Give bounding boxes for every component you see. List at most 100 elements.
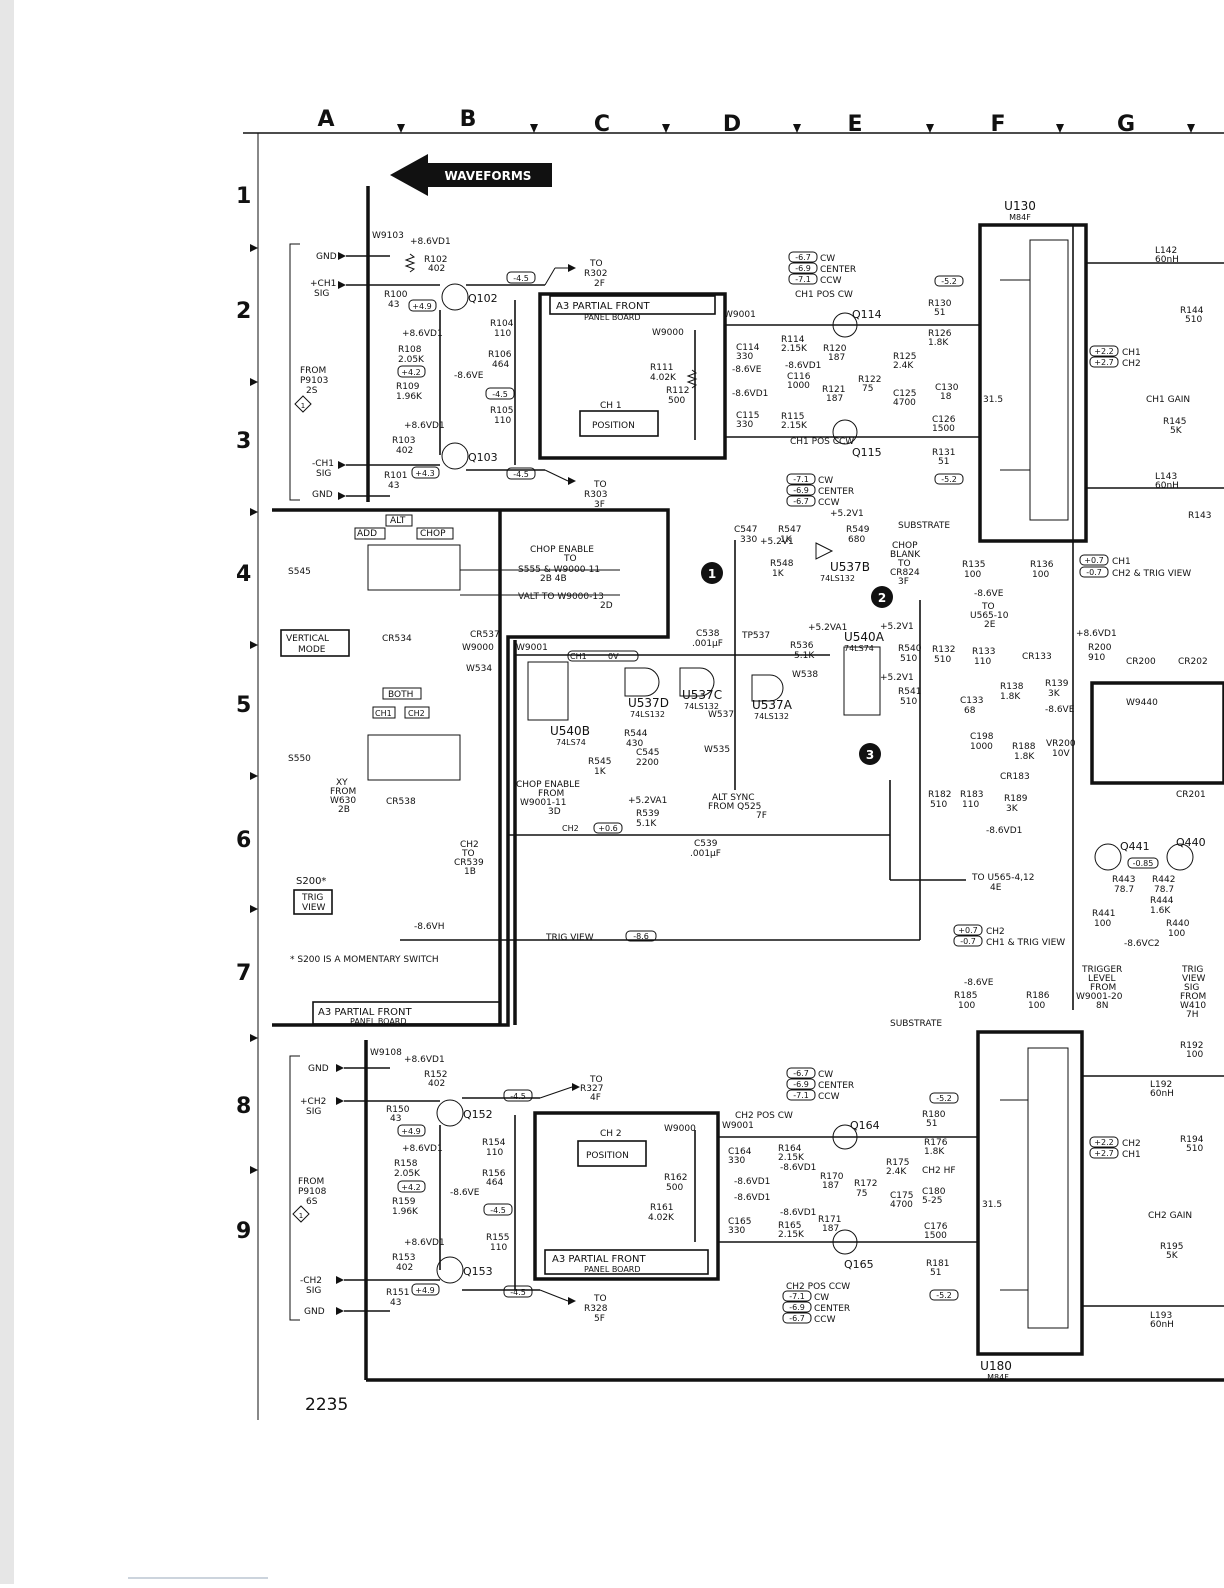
svg-text:+8.6VD1: +8.6VD1 — [404, 1055, 445, 1065]
svg-text:51: 51 — [938, 457, 949, 467]
svg-text:1.8K: 1.8K — [1000, 692, 1021, 702]
svg-text:CHOP: CHOP — [420, 529, 446, 539]
waveforms-arrow[interactable]: WAVEFORMS — [390, 154, 552, 196]
svg-text:SUBSTRATE: SUBSTRATE — [890, 1019, 942, 1029]
svg-text:1.6K: 1.6K — [1150, 906, 1171, 916]
svg-text:43: 43 — [390, 1114, 401, 1124]
s200-switch[interactable] — [293, 889, 333, 915]
svg-text:CENTER: CENTER — [820, 265, 856, 275]
svg-text:.001µF: .001µF — [692, 639, 723, 649]
svg-text:W9001-20: W9001-20 — [1076, 992, 1123, 1002]
ch1-position-control[interactable] — [579, 410, 659, 437]
svg-text:+5.2VA1: +5.2VA1 — [628, 796, 667, 806]
svg-text:CH2 POS CW: CH2 POS CW — [735, 1111, 793, 1121]
svg-text:CH1 & TRIG VIEW: CH1 & TRIG VIEW — [986, 938, 1065, 948]
momentary-note: * S200 IS A MOMENTARY SWITCH — [290, 955, 439, 965]
row-label-9: 9 — [236, 1219, 251, 1244]
front-panel-label-lower: A3 PARTIAL FRONT PANEL BOARD — [312, 1001, 501, 1026]
s545-switch[interactable] — [367, 544, 461, 591]
svg-text:4E: 4E — [990, 883, 1002, 893]
svg-text:CH1: CH1 — [1122, 348, 1141, 358]
svg-text:+0.7: +0.7 — [958, 926, 977, 935]
svg-text:2.05K: 2.05K — [394, 1169, 421, 1179]
svg-text:+4.2: +4.2 — [401, 368, 420, 377]
svg-text:TRIG: TRIG — [1181, 965, 1203, 975]
svg-text:C539: C539 — [694, 839, 718, 849]
svg-text:C198: C198 — [970, 732, 994, 742]
svg-text:-8.6VE: -8.6VE — [454, 371, 484, 381]
svg-text:-5.2: -5.2 — [941, 475, 957, 484]
svg-text:-7.1: -7.1 — [795, 275, 811, 284]
svg-text:+8.6VD1: +8.6VD1 — [404, 1238, 445, 1248]
svg-text:R138: R138 — [1000, 682, 1024, 692]
svg-text:3F: 3F — [898, 577, 909, 587]
svg-text:100: 100 — [958, 1001, 975, 1011]
svg-text:R158: R158 — [394, 1159, 418, 1169]
svg-text:R101: R101 — [384, 471, 407, 481]
svg-text:C164: C164 — [728, 1147, 752, 1157]
svg-text:CH1: CH1 — [1122, 1150, 1141, 1160]
svg-text:R144: R144 — [1180, 306, 1204, 316]
svg-text:R172: R172 — [854, 1179, 877, 1189]
svg-text:R139: R139 — [1045, 679, 1069, 689]
svg-text:500: 500 — [668, 396, 685, 406]
svg-text:1.8K: 1.8K — [1014, 752, 1035, 762]
svg-text:1500: 1500 — [932, 424, 955, 434]
svg-text:1K: 1K — [772, 569, 785, 579]
scan-edge — [0, 0, 14, 1584]
svg-text:CR133: CR133 — [1022, 652, 1052, 662]
row-label-8: 8 — [236, 1094, 251, 1119]
svg-text:3F: 3F — [594, 500, 605, 510]
col-label-a: A — [317, 107, 334, 132]
svg-text:402: 402 — [396, 446, 413, 456]
svg-text:TO: TO — [461, 849, 475, 859]
svg-text:C538: C538 — [696, 629, 720, 639]
svg-text:CW: CW — [818, 476, 833, 486]
svg-text:FROM: FROM — [1180, 992, 1206, 1002]
svg-text:C180: C180 — [922, 1187, 946, 1197]
svg-text:+2.7: +2.7 — [1094, 358, 1113, 367]
svg-text:+4.2: +4.2 — [401, 1183, 420, 1192]
svg-text:Q440: Q440 — [1176, 836, 1206, 849]
svg-text:75: 75 — [862, 384, 873, 394]
svg-text:R114: R114 — [781, 335, 805, 345]
svg-text:R126: R126 — [928, 329, 952, 339]
ch1-minus-sig: -CH1 — [312, 459, 334, 469]
svg-text:R161: R161 — [650, 1203, 673, 1213]
svg-text:W9000: W9000 — [462, 643, 494, 653]
svg-text:R106: R106 — [488, 350, 512, 360]
svg-text:1: 1 — [301, 402, 305, 410]
svg-text:R189: R189 — [1004, 794, 1028, 804]
svg-text:TO: TO — [563, 554, 577, 564]
col-label-b: B — [460, 107, 477, 132]
svg-text:187: 187 — [822, 1181, 839, 1191]
svg-text:CENTER: CENTER — [818, 487, 854, 497]
svg-text:-6.9: -6.9 — [789, 1303, 805, 1312]
svg-text:ADD: ADD — [357, 529, 377, 539]
svg-text:ALT SYNC: ALT SYNC — [712, 793, 755, 803]
ch2-position-control[interactable] — [577, 1140, 647, 1167]
svg-text:+8.6VD1: +8.6VD1 — [1076, 629, 1117, 639]
svg-text:SUBSTRATE: SUBSTRATE — [898, 521, 950, 531]
svg-text:8N: 8N — [1096, 1001, 1108, 1011]
s550-switch[interactable] — [367, 734, 461, 781]
svg-text:+2.2: +2.2 — [1094, 1138, 1113, 1147]
svg-text:510: 510 — [934, 655, 951, 665]
svg-text:2.4K: 2.4K — [893, 361, 914, 371]
svg-text:-8.6VD1: -8.6VD1 — [734, 1193, 770, 1203]
svg-text:+2.7: +2.7 — [1094, 1149, 1113, 1158]
svg-text:CR539: CR539 — [454, 858, 484, 868]
svg-text:100: 100 — [1094, 919, 1111, 929]
svg-text:5.1K: 5.1K — [794, 651, 815, 661]
svg-text:R159: R159 — [392, 1197, 416, 1207]
svg-text:510: 510 — [900, 697, 917, 707]
svg-text:C176: C176 — [924, 1222, 948, 1232]
svg-text:5K: 5K — [1166, 1251, 1179, 1261]
q115-label: Q115 — [852, 446, 882, 459]
svg-text:187: 187 — [828, 353, 845, 363]
svg-text:+5.2V1: +5.2V1 — [830, 509, 864, 519]
svg-text:60nH: 60nH — [1155, 255, 1179, 265]
svg-text:CCW: CCW — [814, 1315, 836, 1325]
svg-text:100: 100 — [1028, 1001, 1045, 1011]
svg-text:SIG: SIG — [306, 1107, 321, 1117]
